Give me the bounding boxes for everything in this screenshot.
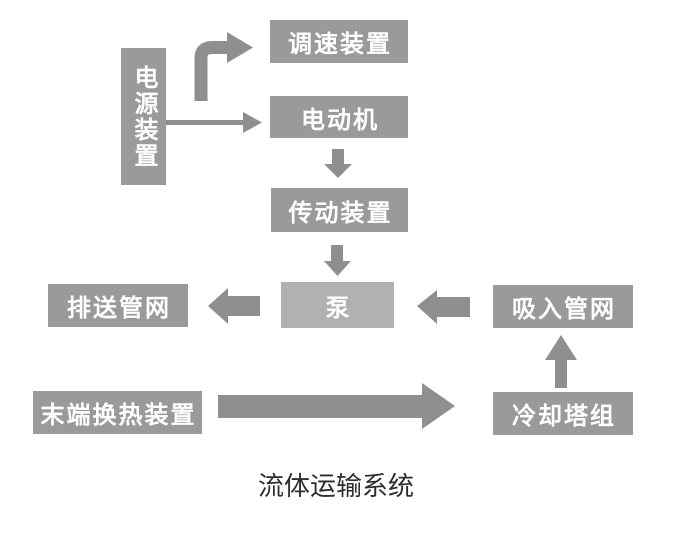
arrow-left-icon	[417, 290, 470, 324]
arrow-right-wide-icon	[218, 383, 455, 429]
node-suction-network: 吸入管网	[493, 285, 633, 328]
node-transmission-label: 传动装置	[288, 199, 393, 227]
node-motor-label: 电动机	[301, 106, 379, 134]
node-pump-label: 泵	[325, 294, 352, 322]
arrow-down-icon	[324, 245, 351, 276]
node-motor: 电动机	[270, 96, 408, 138]
node-transmission: 传动装置	[271, 188, 408, 232]
node-pump: 泵	[281, 282, 394, 328]
node-terminal-heat-exchanger-label: 末端换热装置	[40, 402, 197, 429]
node-terminal-heat-exchanger: 末端换热装置	[33, 391, 202, 434]
node-speed-control-label: 调速装置	[288, 31, 392, 58]
node-power-supply-label: 电源装置	[130, 64, 157, 169]
arrow-up-icon	[545, 335, 577, 388]
node-power-supply: 电源装置	[121, 48, 166, 185]
arrow-up-right-bent-icon	[194, 32, 253, 101]
arrow-left-icon	[208, 288, 260, 324]
node-cooling-tower: 冷却塔组	[493, 392, 633, 435]
node-speed-control: 调速装置	[270, 20, 408, 63]
node-suction-network-label: 吸入管网	[512, 296, 616, 323]
node-discharge-network-label: 排送管网	[67, 295, 171, 322]
node-cooling-tower-label: 冷却塔组	[512, 403, 616, 430]
diagram-title: 流体运输系统	[257, 472, 414, 501]
node-discharge-network: 排送管网	[48, 284, 188, 327]
arrow-right-thin-icon	[166, 112, 262, 133]
arrow-down-icon	[324, 149, 352, 178]
